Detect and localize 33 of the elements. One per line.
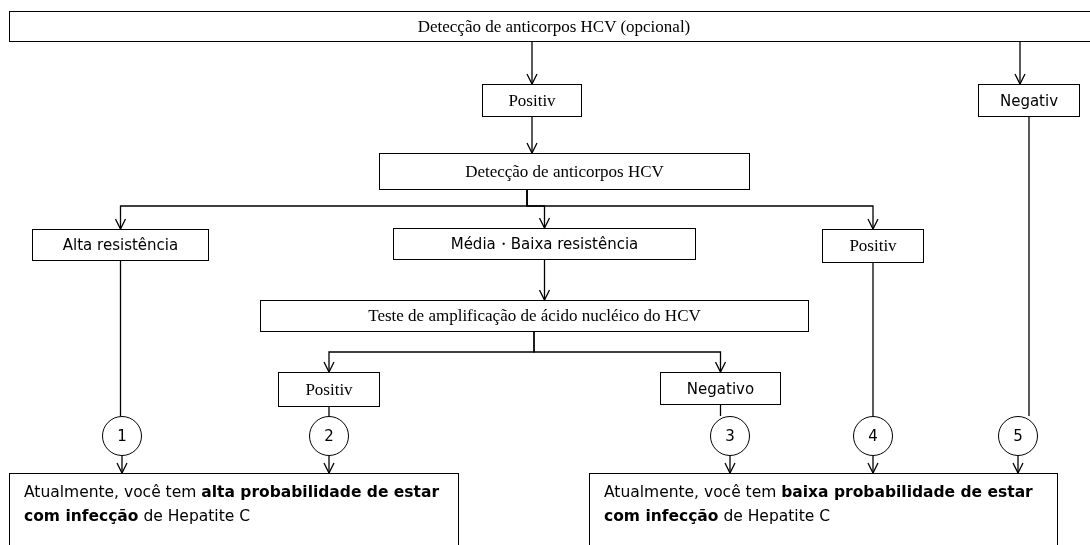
connector-line — [719, 404, 722, 417]
process-box: Negativ — [978, 84, 1080, 117]
arrow — [526, 116, 538, 154]
numbered-circle: 5 — [998, 416, 1038, 456]
arrow — [526, 41, 538, 85]
result-box: Atualmente, você tem alta probabilidade de estar com infecção de Hepatite C — [9, 473, 459, 545]
process-box: Negativo — [660, 372, 781, 405]
process-box: Média・Baixa resistência — [393, 228, 696, 260]
numbered-circle: 1 — [102, 416, 142, 456]
result-box: Atualmente, você tem baixa probabilidade de estar com infecção de Hepatite C — [589, 473, 1058, 545]
arrow — [323, 455, 335, 474]
process-box: Positiv — [482, 84, 582, 117]
arrow — [116, 455, 128, 474]
arrow — [538, 259, 551, 301]
process-box: Positiv — [822, 229, 924, 263]
arrow — [867, 455, 879, 474]
process-box: Positiv — [278, 372, 380, 407]
process-box: Teste de amplificação de ácido nucléico do HCV — [260, 300, 809, 332]
process-box: Detecção de anticorpos HCV (opcional) — [9, 11, 1090, 42]
connector-line — [119, 260, 122, 417]
numbered-circle: 3 — [710, 416, 750, 456]
connector-line — [1028, 116, 1030, 417]
numbered-circle: 4 — [853, 416, 893, 456]
numbered-circle: 2 — [309, 416, 349, 456]
connector-line — [328, 406, 330, 417]
connector-line — [872, 262, 874, 417]
process-box: Detecção de anticorpos HCV — [379, 153, 750, 190]
arrow — [1012, 455, 1024, 474]
arrow — [533, 331, 727, 373]
process-box: Alta resistência — [32, 229, 209, 261]
arrow — [526, 189, 879, 230]
arrow — [1014, 41, 1026, 85]
arrow — [724, 455, 736, 474]
